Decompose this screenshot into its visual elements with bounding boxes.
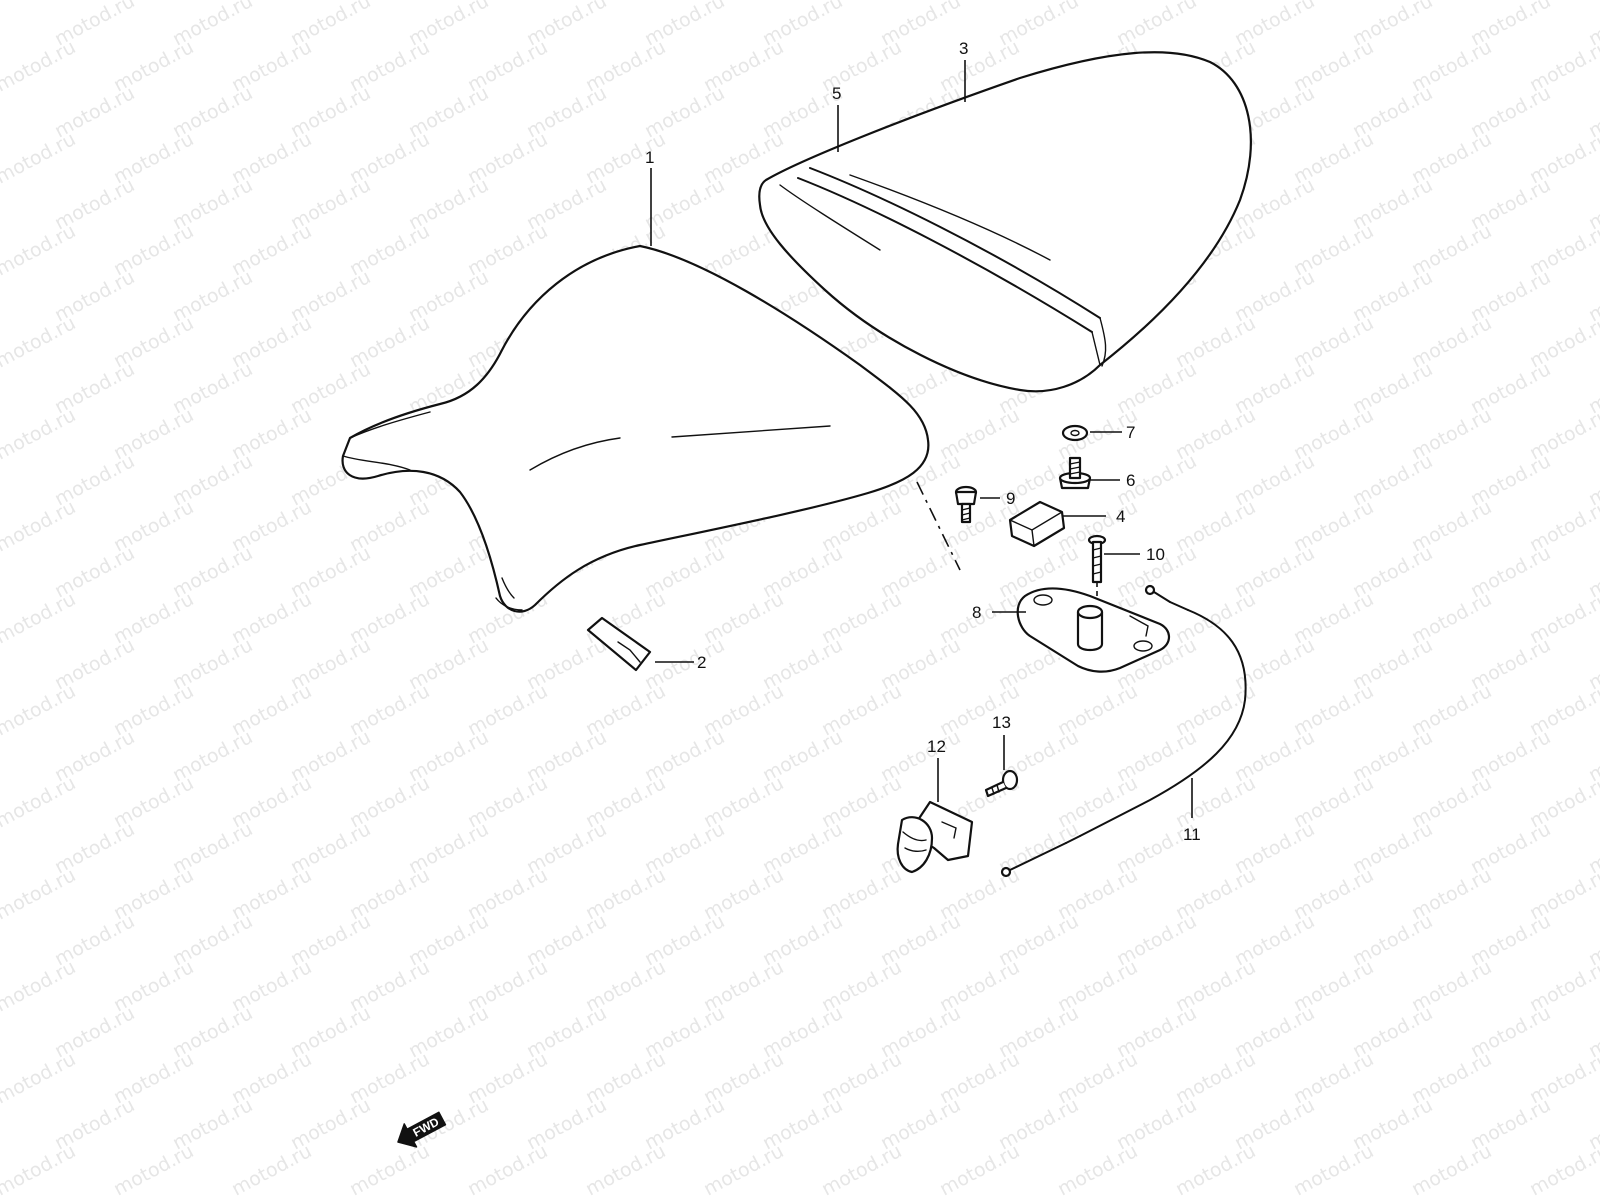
rider-seat[interactable] [341,244,930,613]
watermark-text: motod.ru [464,1140,551,1200]
callout-labels: 1 2 3 4 5 6 7 8 9 10 11 12 13 [645,39,1201,844]
forward-arrow-icon: FWD [397,1111,447,1148]
watermark-text: motod.ru [0,1140,79,1200]
washer[interactable] [1061,424,1089,442]
watermark-text: motod.ru [0,128,79,188]
seat-tail-cowl[interactable] [758,51,1252,393]
watermark-text: motod.ru [346,1140,433,1200]
watermark-text: motod.ru [818,1140,905,1200]
watermark-text: motod.ru [0,312,79,372]
callout-8: 8 [972,603,981,622]
watermark-text: motod.ru [0,220,79,280]
watermark-text: motod.ru [0,496,79,556]
callout-2: 2 [697,653,706,672]
seat-release-cable[interactable] [1000,584,1247,878]
screw[interactable] [954,485,978,524]
callout-5: 5 [832,84,841,103]
callout-7: 7 [1126,423,1135,442]
callout-3: 3 [959,39,968,58]
watermark-text: motod.ru [0,36,79,96]
watermark-text: motod.ru [0,1048,79,1108]
watermark-text: motod.ru [1408,1140,1495,1200]
callout-12: 12 [927,737,946,756]
small-screw[interactable] [984,769,1019,798]
callout-4: 4 [1116,507,1125,526]
callout-10: 10 [1146,545,1165,564]
watermark-text: motod.ru [228,1140,315,1200]
watermark-text: motod.ru [0,864,79,924]
watermark-text: motod.ru [0,680,79,740]
watermark-text: motod.ru [700,1140,787,1200]
long-screw[interactable] [1087,534,1107,612]
rubber-cushion[interactable] [1008,500,1066,548]
watermark-text: motod.ru [1526,1140,1600,1200]
watermark-text: motod.ru [936,1140,1023,1200]
callout-1: 1 [645,148,654,167]
bolt[interactable] [1058,456,1092,490]
watermark-text: motod.ru [1172,1140,1259,1200]
cable-holder[interactable] [896,800,974,874]
callout-13: 13 [992,713,1011,732]
callout-6: 6 [1126,471,1135,490]
watermark-text: motod.ru [1290,1140,1377,1200]
watermark-text: motod.ru [0,772,79,832]
watermark-text: motod.ru [1054,1140,1141,1200]
watermark-text: motod.ru [0,0,79,4]
leader-lines [650,60,1193,818]
seat-pad[interactable] [586,616,652,672]
watermark-text: motod.ru [0,956,79,1016]
watermark-text: motod.ru [0,404,79,464]
watermark-text: motod.ru [0,588,79,648]
callout-9: 9 [1006,489,1015,508]
watermark-text: motod.ru [110,1140,197,1200]
seat-lock[interactable] [1016,587,1171,673]
callout-11: 11 [1183,825,1201,844]
watermark-text: motod.ru [582,1140,669,1200]
